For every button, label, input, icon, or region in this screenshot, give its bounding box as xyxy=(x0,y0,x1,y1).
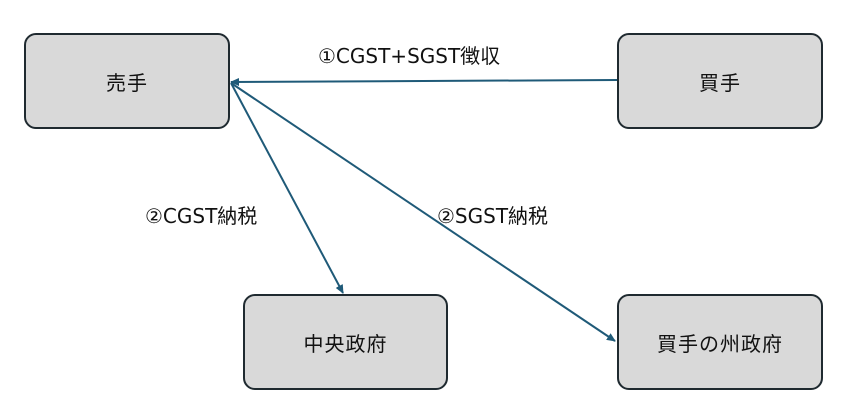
seller-node: 売手 xyxy=(24,33,230,129)
cgst-payment-label: ②CGST納税 xyxy=(145,204,258,228)
arrow-seller-to-central-gov xyxy=(230,82,344,294)
arrow-seller-to-state-gov xyxy=(230,82,616,342)
central-government-node: 中央政府 xyxy=(243,294,448,390)
collect-label: ①CGST+SGST徴収 xyxy=(318,44,501,68)
buyer-state-government-node: 買手の州政府 xyxy=(617,294,823,390)
buyer-node: 買手 xyxy=(617,33,823,129)
arrow-buyer-to-seller xyxy=(230,77,618,86)
sgst-payment-label: ②SGST納税 xyxy=(437,204,549,228)
